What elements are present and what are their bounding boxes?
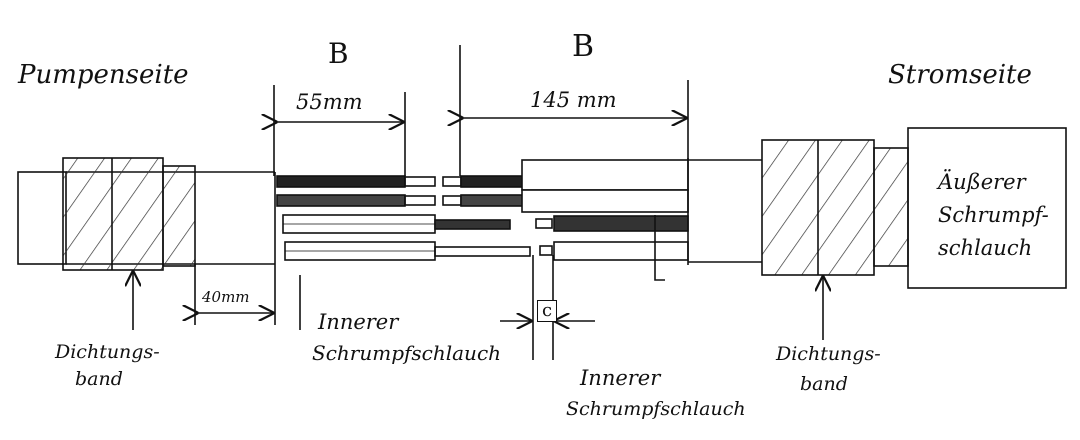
- inner-shrink-left-label-1: Innerer: [318, 310, 399, 334]
- leader-inner-shrink-right: [654, 215, 665, 281]
- outer-shrink-label-1: Äußerer: [938, 170, 1026, 194]
- seal-tape-left: [62, 157, 196, 271]
- dimension-55mm: [274, 85, 406, 176]
- seal-tape-right: [761, 139, 909, 276]
- inner-shrink-left-label-2: Schrumpfschlauch: [312, 341, 502, 365]
- dimension-145mm-label: 145 mm: [530, 88, 617, 112]
- seal-tape-right-label-2: band: [800, 373, 848, 395]
- dimension-55mm-label: 55mm: [296, 90, 363, 114]
- dimension-145mm: [460, 45, 689, 176]
- power-side-label: Stromseite: [888, 60, 1032, 90]
- seal-tape-right-label-1: Dichtungs-: [776, 343, 881, 365]
- conductors-right: [442, 158, 689, 265]
- b-right-label: B: [572, 29, 595, 64]
- seal-tape-left-label-1: Dichtungs-: [55, 341, 160, 363]
- outer-shrink-label-2: Schrumpf-: [938, 203, 1049, 227]
- pump-side-label: Pumpenseite: [18, 60, 189, 90]
- seal-tape-left-label-2: band: [75, 368, 123, 390]
- conductors-left: [276, 175, 531, 261]
- power-side-cable-body: [688, 159, 762, 263]
- dimension-c-label: c: [537, 300, 558, 322]
- dimension-40mm: [195, 264, 276, 325]
- b-left-label: B: [328, 37, 349, 70]
- stripped-cable-body: [195, 171, 276, 265]
- outer-shrink-sleeve: [907, 127, 1067, 289]
- inner-shrink-right-label-2: Schrumpfschlauch: [566, 398, 746, 420]
- outer-shrink-label-3: schlauch: [938, 236, 1033, 260]
- inner-shrink-right-label-1: Innerer: [580, 366, 661, 390]
- dimension-40mm-label: 40mm: [202, 288, 250, 306]
